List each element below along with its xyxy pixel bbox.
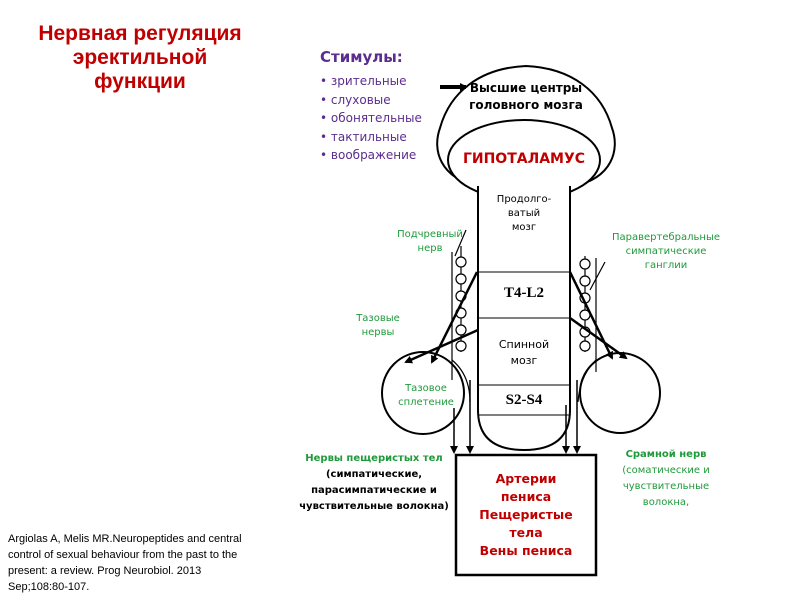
page-title: Нервная регуляция эректильной функции [38,22,242,93]
target-box [454,453,598,577]
stimulus-item: обонятельные [320,109,422,128]
hypothalamus-label: ГИПОТАЛАМУС [462,151,586,167]
segment-s2-s4: S2-S4 [505,392,543,408]
cavernous-nerves-label: Нервы пещеристых тел (симпатические, пар… [299,453,449,512]
stimuli-list: зрительные слуховые обонятельные тактиль… [320,72,422,165]
pelvic-plexus-label: Тазовое сплетение [398,383,454,408]
medulla-label: Продолго- ватый мозг [496,194,552,233]
paravertebral-ganglia-label: Паравертебральные симпатические ганглии [611,232,720,271]
pelvic-plexus-circle [381,351,465,435]
stimuli-heading: Стимулы: [320,48,403,66]
pelvic-nerves-label: Тазовые нервы [356,313,400,338]
higher-centers-label: Высшие центры головного мозга [469,81,583,112]
pudendal-nerve-label: Срамной нерв (соматические и чувствитель… [622,449,710,508]
hypogastric-nerve-label: Подчревный нерв [397,229,463,254]
target-organs-label: Артерии пениса Пещеристые тела Вены пени… [479,471,573,558]
right-ganglion-chain [579,256,591,352]
stimulus-item: зрительные [320,72,422,91]
reference-citation: Argiolas A, Melis MR.Neuropeptides and c… [8,533,242,593]
segment-t4-l2: T4-L2 [503,285,544,301]
stimulus-item: тактильные [320,128,422,147]
stimulus-item: воображение [320,146,422,165]
spinal-cord-label: Спинной мозг [498,338,550,367]
stimulus-item: слуховые [320,91,422,110]
